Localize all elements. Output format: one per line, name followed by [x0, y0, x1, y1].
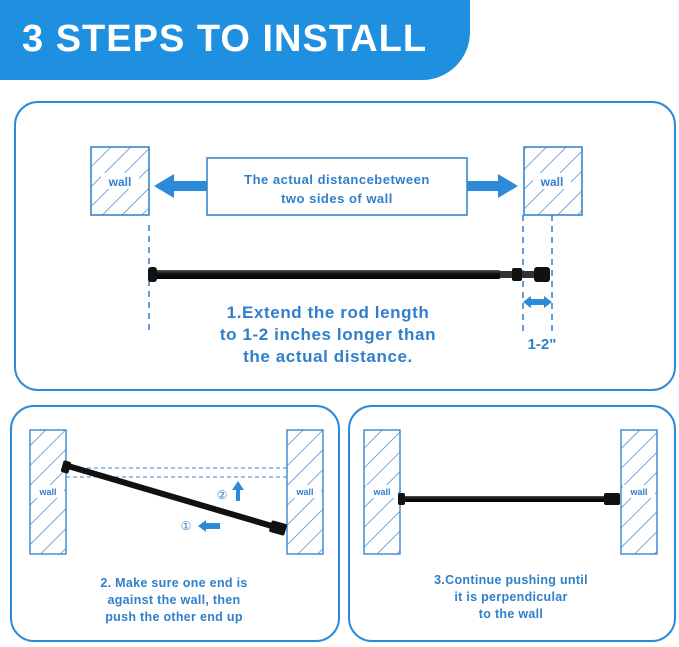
instruction-line: to the wall: [478, 607, 544, 621]
distance-label-line: The actual distancebetween: [244, 172, 430, 187]
wall-label: wall: [38, 487, 56, 497]
step2-left-wall: wall: [29, 429, 67, 555]
step1-left-wall: wall: [90, 146, 150, 216]
push-up-arrow: [232, 481, 244, 501]
instruction-line: 2. Make sure one end is: [100, 576, 248, 590]
wall-label: wall: [108, 175, 132, 189]
distance-label-line: two sides of wall: [281, 191, 393, 206]
step-marker-2: ②: [217, 488, 228, 502]
distance-label: The actual distancebetween two sides of …: [208, 170, 466, 208]
step1-rod: [148, 267, 550, 282]
step3-right-wall: wall: [620, 429, 658, 555]
wall-label: wall: [372, 487, 390, 497]
distance-label-box: [206, 157, 468, 216]
instruction-line: to 1-2 inches longer than: [219, 325, 437, 344]
title-banner: 3 STEPS TO INSTALL: [0, 0, 470, 80]
instruction-line: it is perpendicular: [454, 590, 568, 604]
step-marker-1: ①: [181, 519, 192, 533]
instruction-line: 1.Extend the rod length: [226, 303, 430, 322]
distance-arrow-right: [466, 174, 518, 198]
wall-label: wall: [540, 175, 564, 189]
step3-instruction: 3.Continue pushing until it is perpendic…: [396, 572, 626, 623]
step1-right-wall: wall: [523, 146, 583, 216]
wall-label: wall: [629, 487, 647, 497]
step2-panel: [10, 405, 340, 642]
instruction-line: 3.Continue pushing until: [434, 573, 588, 587]
page-title: 3 STEPS TO INSTALL: [22, 18, 428, 60]
wall-label: wall: [295, 487, 313, 497]
extension-arrow: [523, 296, 552, 308]
distance-arrow-left: [154, 174, 208, 198]
instruction-line: the actual distance.: [243, 347, 413, 366]
step3-rod: [398, 493, 620, 505]
instruction-line: against the wall, then: [107, 593, 241, 607]
instruction-line: push the other end up: [105, 610, 243, 624]
step2-instruction: 2. Make sure one end is against the wall…: [60, 575, 288, 626]
push-left-arrow: [198, 520, 220, 532]
step1-instruction: 1.Extend the rod length to 1-2 inches lo…: [196, 302, 460, 368]
step2-right-wall: wall: [286, 429, 324, 555]
step3-left-wall: wall: [363, 429, 401, 555]
step2-rod: [60, 460, 287, 536]
extra-length-label: 1-2": [527, 336, 557, 353]
